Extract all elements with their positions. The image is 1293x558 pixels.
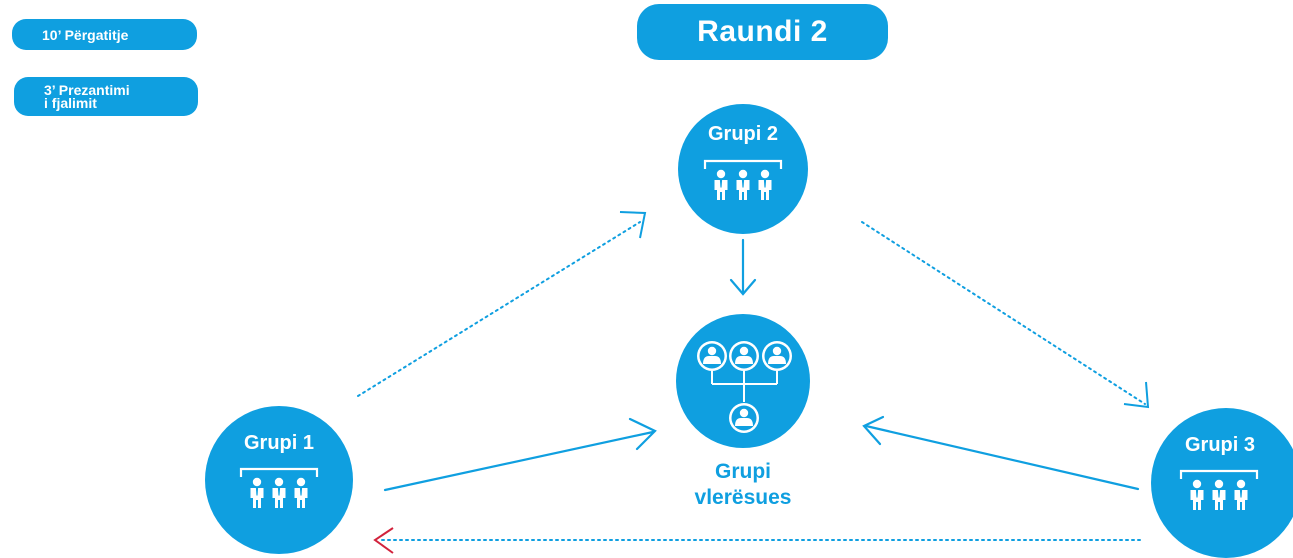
- preparation-pill: 10’ Përgatitje: [12, 19, 197, 50]
- group-1-label: Grupi 1: [243, 432, 314, 454]
- evaluator-org-icon: [697, 341, 792, 433]
- evaluator-group-label: Grupi vlerësues: [660, 459, 826, 511]
- group-2-label: Grupi 2: [707, 123, 778, 145]
- preparation-label: 10’ Përgatitje: [42, 26, 129, 43]
- arrowhead-g2-to-eval: [729, 278, 757, 296]
- group-2-people-icon: [705, 161, 781, 200]
- presentation-label-line1: 3’ Prezantimi: [44, 81, 130, 98]
- arrowhead-g2-to-g3: [1123, 381, 1150, 409]
- dotted-arrow-g1-to-g2: [357, 221, 641, 397]
- evaluator-label-line2: vlerësues: [694, 486, 792, 509]
- solid-arrow-g3-to-eval: [864, 424, 1140, 491]
- presentation-label-line2: i fjalimit: [44, 94, 97, 111]
- arrowhead-g3-to-eval: [862, 415, 885, 446]
- presentation-pill: 3’ Prezantimi i fjalimit: [14, 77, 198, 116]
- red-arrowhead-g3-to-g1: [373, 527, 394, 554]
- group-3-label: Grupi 3: [1184, 434, 1255, 456]
- group-3-people-icon: [1181, 471, 1257, 510]
- dotted-arrow-g2-to-g3: [861, 221, 1146, 405]
- round-title: Raundi 2: [697, 15, 828, 48]
- group-2-circle: [678, 104, 808, 234]
- solid-arrow-g1-to-eval: [383, 430, 655, 492]
- round-title-pill: Raundi 2: [637, 4, 888, 60]
- arrowhead-g1-to-g2: [619, 211, 647, 239]
- arrowhead-g1-to-eval: [628, 417, 657, 451]
- evaluator-label-line1: Grupi: [715, 460, 771, 483]
- group-1-people-icon: [241, 469, 317, 508]
